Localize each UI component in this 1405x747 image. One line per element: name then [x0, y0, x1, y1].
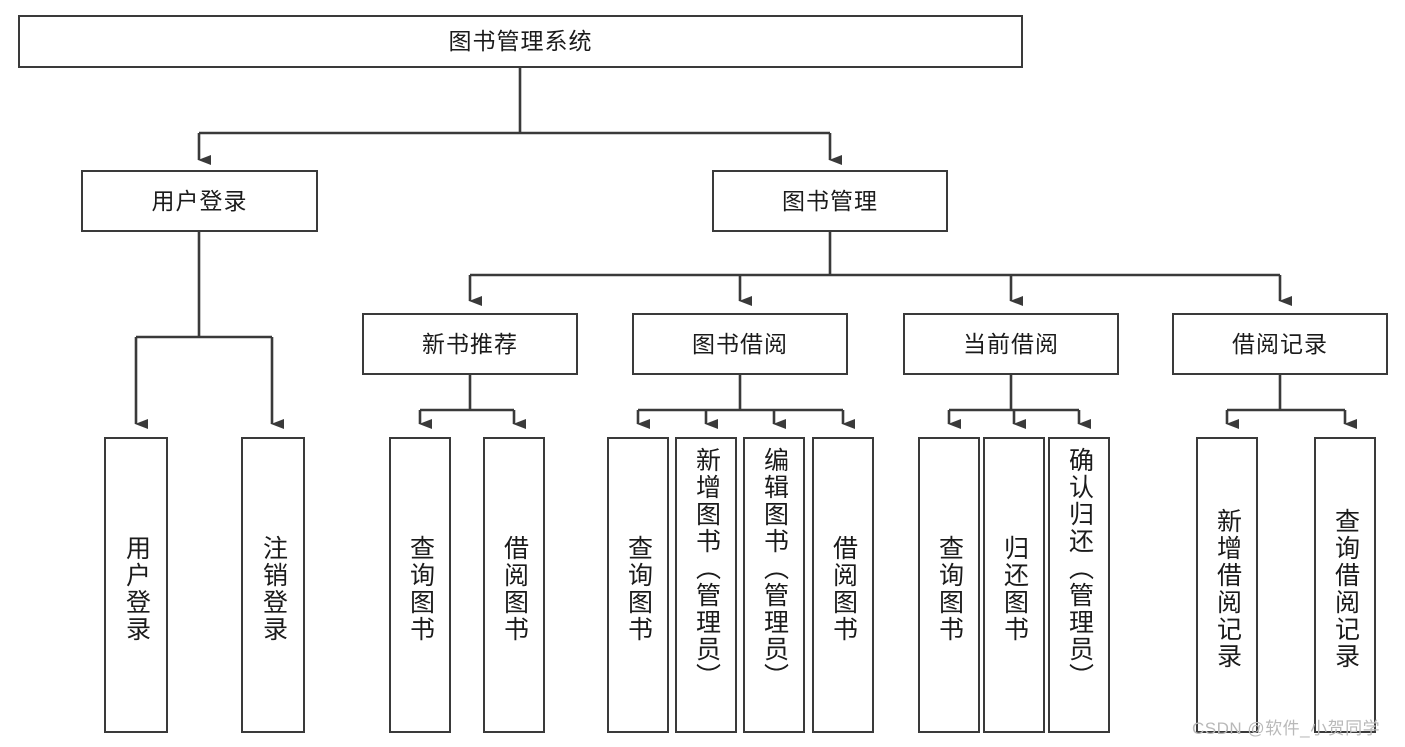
node-label: 图书管理: [782, 187, 878, 214]
node-root-book-management-system[interactable]: 图书管理系统: [18, 15, 1023, 68]
node-label: 确认归还（管理员）: [1065, 447, 1094, 690]
leaf-current-borrow-return-book[interactable]: 归还图书: [983, 437, 1045, 733]
node-label: 注销登录: [259, 535, 288, 643]
node-label: 查询借阅记录: [1331, 508, 1360, 670]
node-label: 图书借阅: [692, 330, 788, 357]
leaf-borrow-records-query-record[interactable]: 查询借阅记录: [1314, 437, 1376, 733]
leaf-new-book-query-book[interactable]: 查询图书: [389, 437, 451, 733]
node-label: 当前借阅: [963, 330, 1059, 357]
leaf-new-book-borrow-book[interactable]: 借阅图书: [483, 437, 545, 733]
leaf-book-borrow-edit-book-admin[interactable]: 编辑图书（管理员）: [743, 437, 805, 733]
node-user-login[interactable]: 用户登录: [81, 170, 318, 232]
node-label: 归还图书: [1000, 535, 1029, 643]
leaf-book-borrow-borrow-book[interactable]: 借阅图书: [812, 437, 874, 733]
node-label: 查询图书: [624, 535, 653, 643]
node-label: 查询图书: [406, 535, 435, 643]
node-label: 用户登录: [122, 535, 151, 643]
node-new-book-recommend[interactable]: 新书推荐: [362, 313, 578, 375]
node-label: 借阅图书: [500, 535, 529, 643]
node-book-borrow[interactable]: 图书借阅: [632, 313, 848, 375]
leaf-current-borrow-query-book[interactable]: 查询图书: [918, 437, 980, 733]
node-label: 编辑图书（管理员）: [760, 447, 789, 690]
leaf-borrow-records-add-record[interactable]: 新增借阅记录: [1196, 437, 1258, 733]
node-book-management[interactable]: 图书管理: [712, 170, 948, 232]
node-label: 借阅图书: [829, 535, 858, 643]
node-label: 借阅记录: [1232, 330, 1328, 357]
leaf-book-borrow-query-book[interactable]: 查询图书: [607, 437, 669, 733]
csdn-watermark: CSDN @软件_小贺同学: [1192, 719, 1381, 738]
node-label: 新增图书（管理员）: [692, 447, 721, 690]
node-borrow-records[interactable]: 借阅记录: [1172, 313, 1388, 375]
node-label: 查询图书: [935, 535, 964, 643]
node-label: 新书推荐: [422, 330, 518, 357]
leaf-user-login-login[interactable]: 用户登录: [104, 437, 168, 733]
node-label: 图书管理系统: [448, 28, 593, 55]
node-current-borrow[interactable]: 当前借阅: [903, 313, 1119, 375]
leaf-current-borrow-confirm-return-admin[interactable]: 确认归还（管理员）: [1048, 437, 1110, 733]
leaf-user-login-logout[interactable]: 注销登录: [241, 437, 305, 733]
node-label: 新增借阅记录: [1213, 508, 1242, 670]
node-label: 用户登录: [151, 187, 248, 214]
leaf-book-borrow-add-book-admin[interactable]: 新增图书（管理员）: [675, 437, 737, 733]
